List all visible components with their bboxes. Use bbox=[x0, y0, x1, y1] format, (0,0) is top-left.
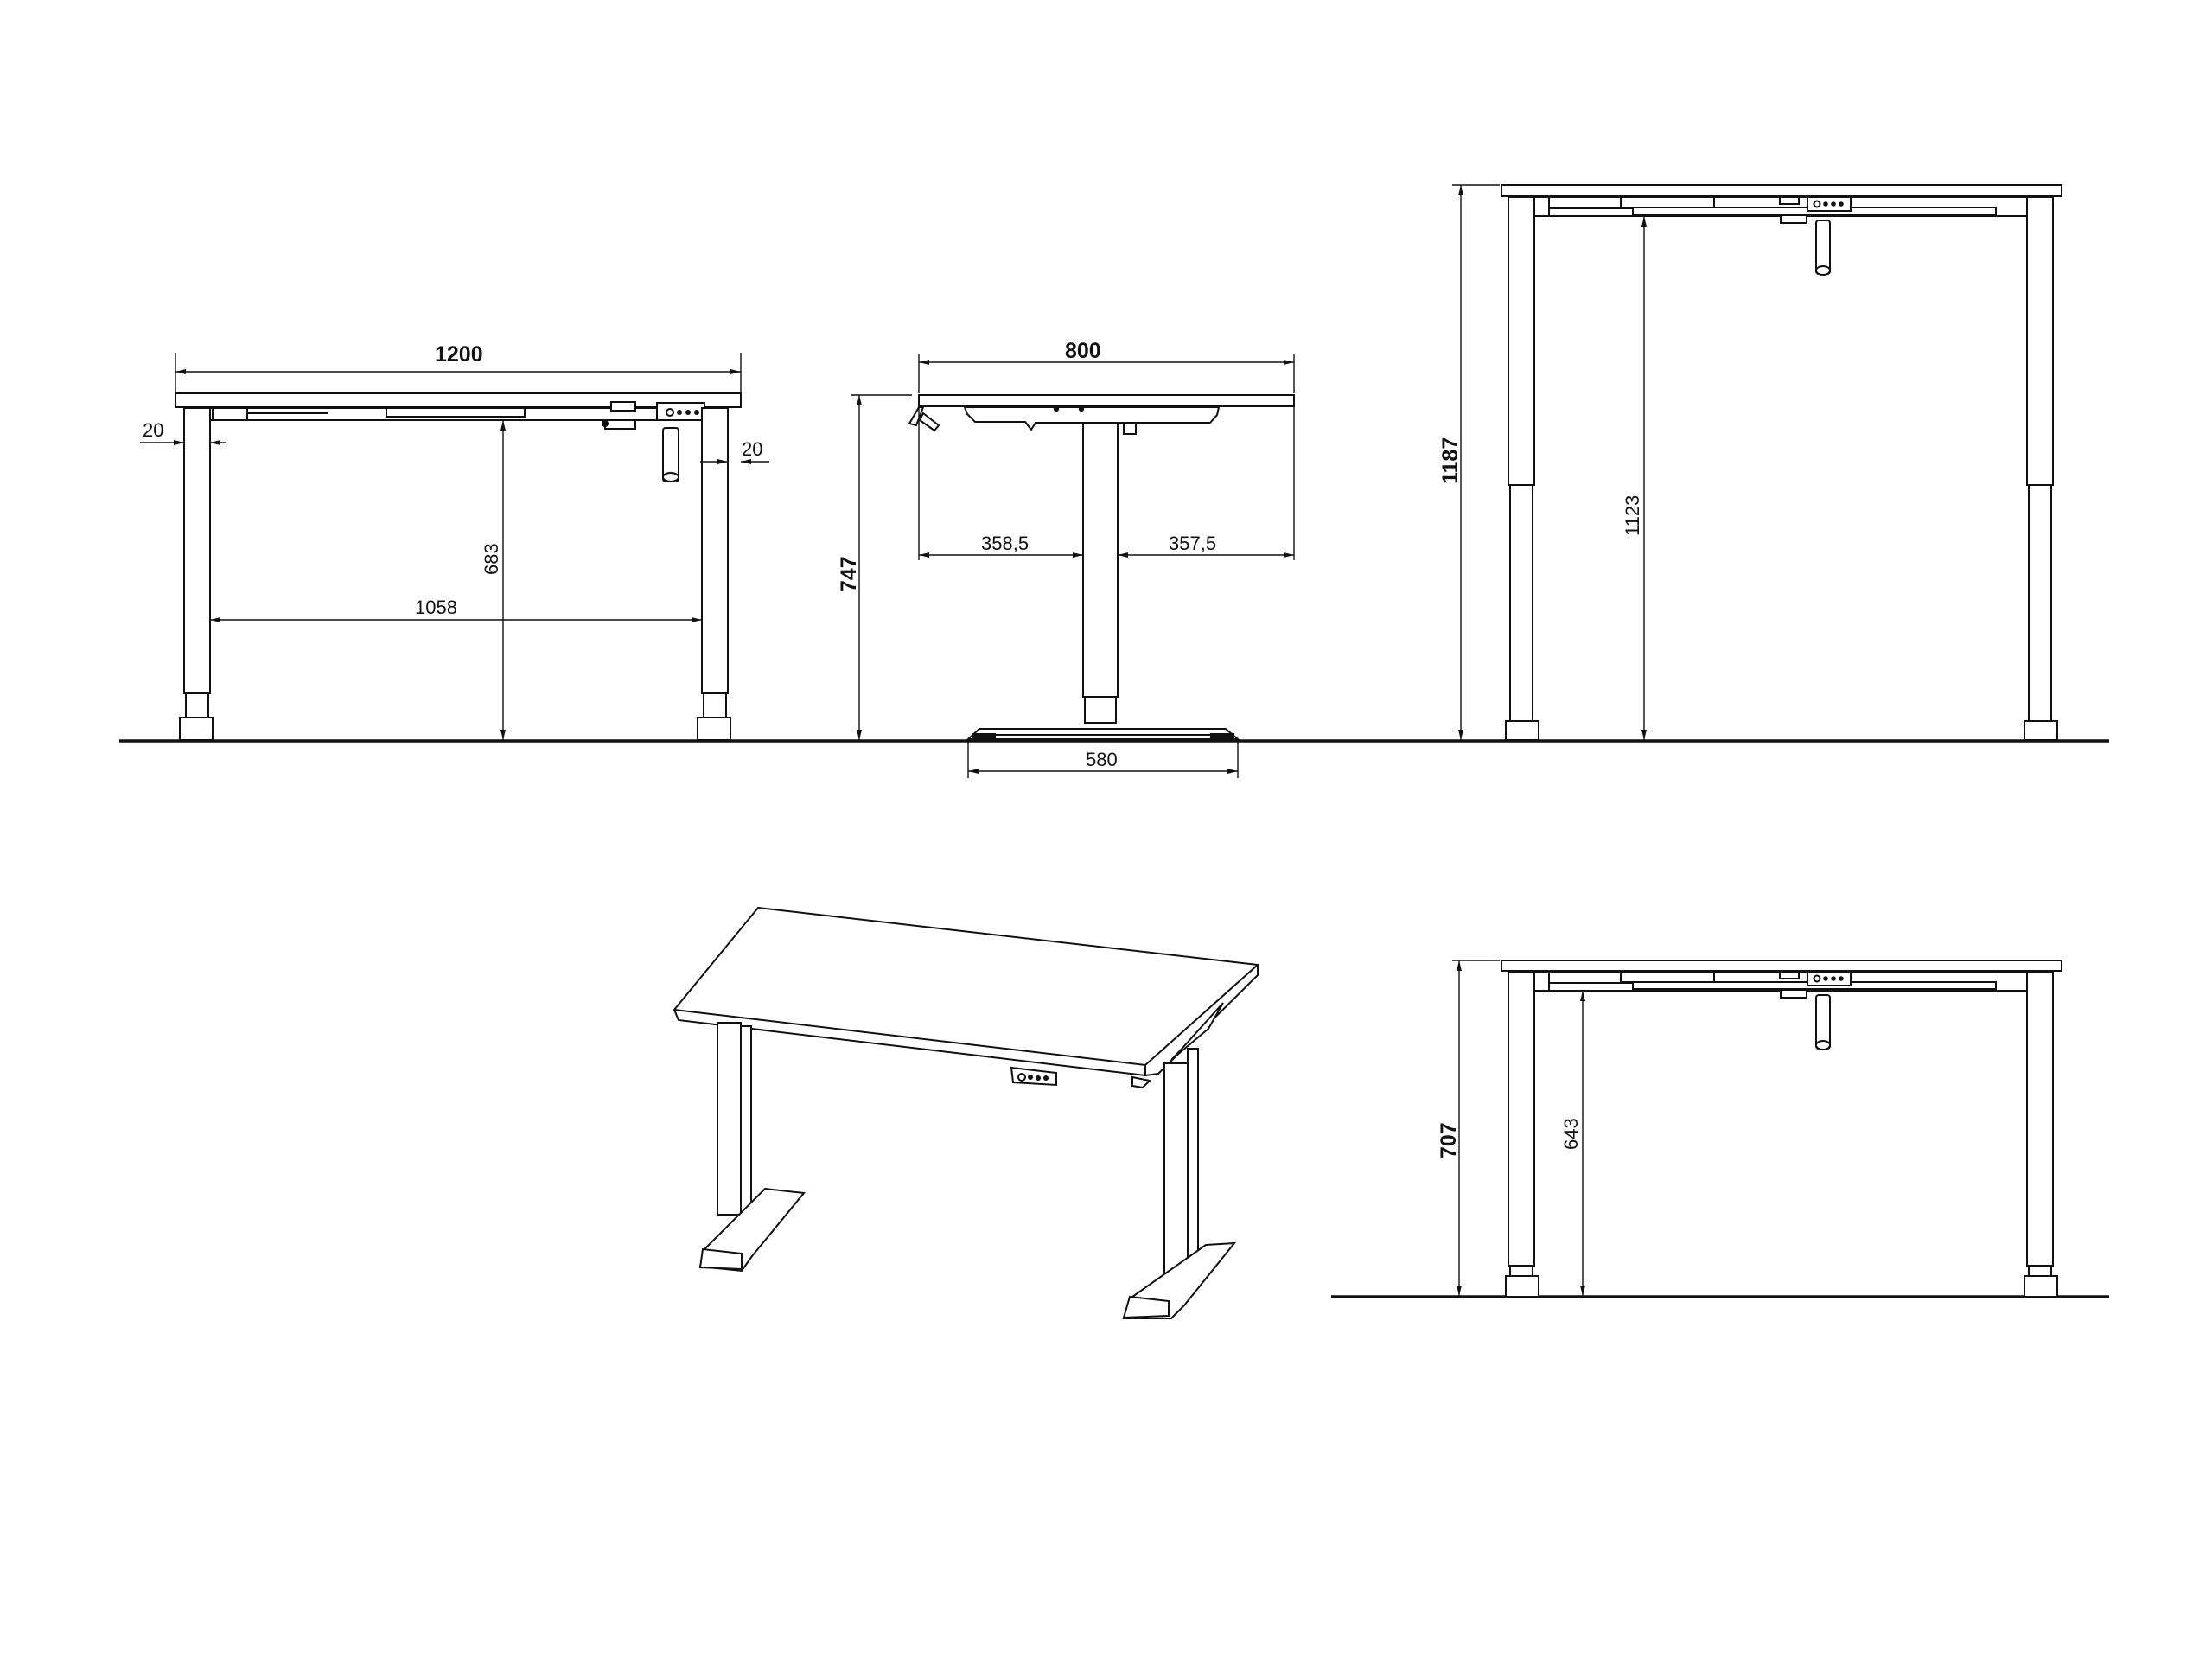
dim-total-height-747: 747 bbox=[837, 556, 861, 592]
front-view-min: 20 20 683 1058 1200 bbox=[140, 342, 769, 741]
side-view-min: 800 747 358,5 357,5 580 bbox=[837, 339, 1295, 778]
dim-foot-length-580: 580 bbox=[1086, 749, 1118, 770]
dim-offset-right: 357,5 bbox=[1169, 533, 1216, 554]
dim-clear-height-1123: 1123 bbox=[1622, 495, 1643, 536]
dim-depth-800: 800 bbox=[1065, 339, 1101, 363]
front-view-max: 1187 1123 bbox=[1438, 184, 2062, 741]
isometric-view bbox=[673, 906, 1259, 1319]
dim-clear-height-643: 643 bbox=[1560, 1118, 1582, 1150]
dim-total-height-707: 707 bbox=[1437, 1122, 1461, 1158]
dim-overall-width-1200: 1200 bbox=[435, 342, 483, 367]
dim-leg-inset-right: 20 bbox=[742, 438, 762, 460]
dim-clear-height-683: 683 bbox=[481, 543, 502, 575]
dim-clear-width-1058: 1058 bbox=[415, 597, 457, 618]
dim-total-height-1187: 1187 bbox=[1438, 437, 1463, 484]
front-view-lowest: 707 643 bbox=[1437, 960, 2062, 1298]
dim-offset-left: 358,5 bbox=[981, 533, 1029, 554]
dim-leg-inset-left: 20 bbox=[143, 419, 163, 441]
